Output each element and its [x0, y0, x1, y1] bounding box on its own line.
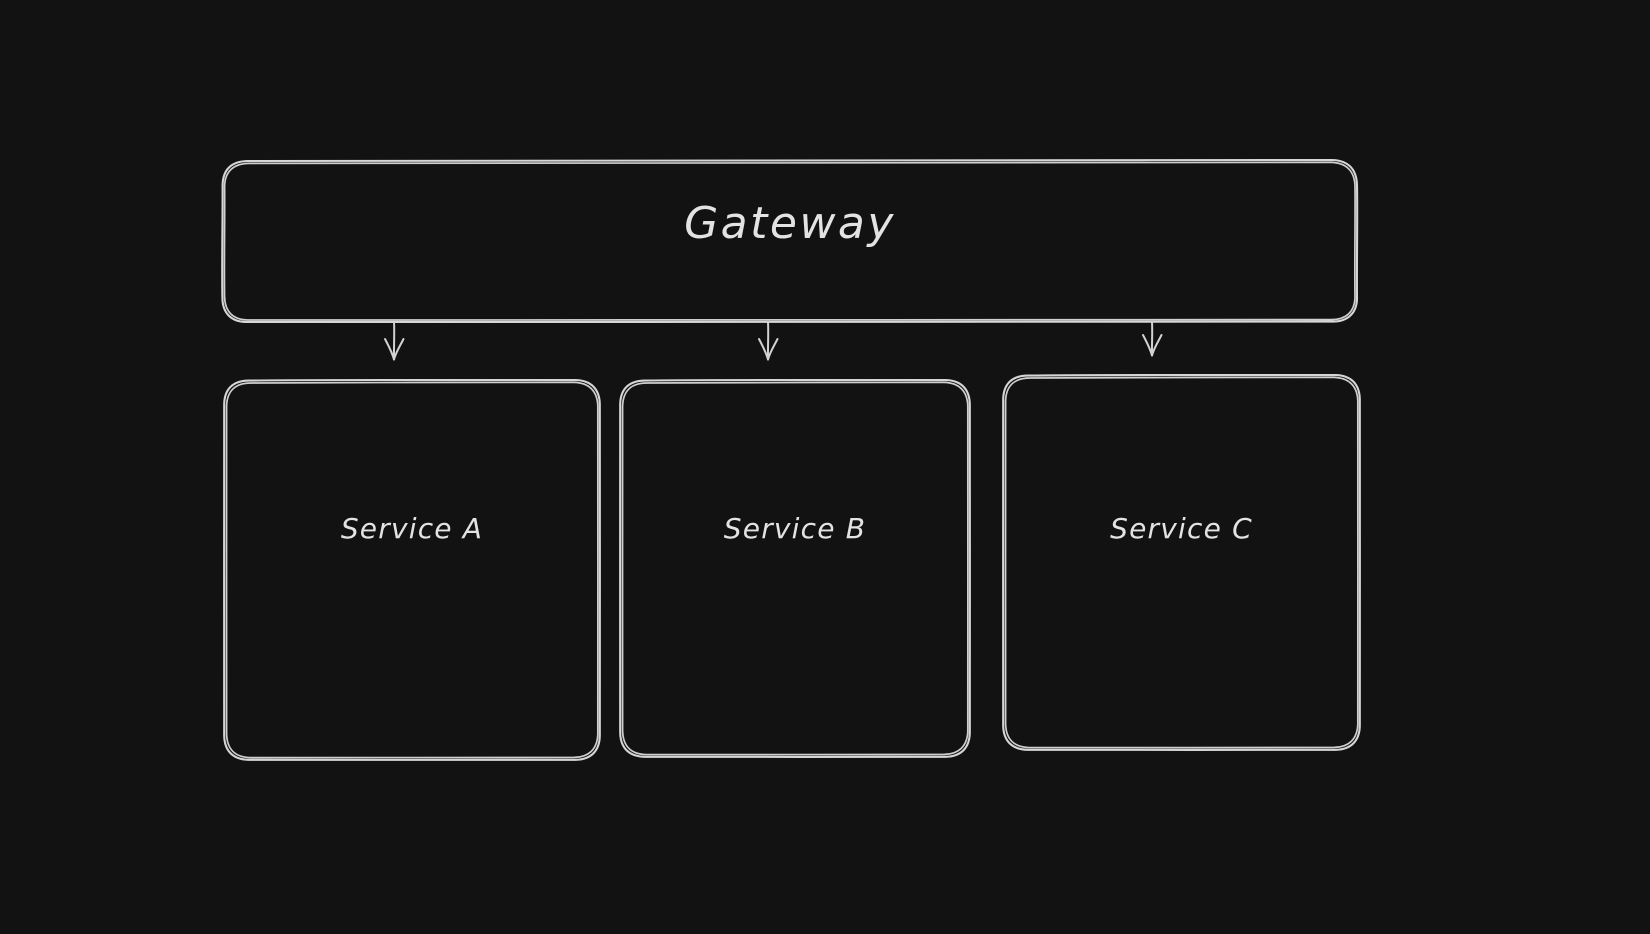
arrow-head-b-right: [767, 338, 779, 361]
edge-gateway-to-service-a: [384, 321, 405, 361]
service-b-fill: [620, 380, 970, 757]
node-label-gateway: Gateway: [684, 198, 896, 249]
service-a-fill: [224, 380, 600, 760]
gateway-outline-2: [223, 161, 1356, 321]
edge-gateway-to-service-b: [758, 321, 779, 361]
node-service-b[interactable]: [618, 378, 972, 759]
arrow-head-c-right: [1151, 334, 1163, 357]
gateway-outline-1: [221, 158, 1359, 324]
service-b-outline-2: [621, 381, 969, 756]
arrow-head-c-left: [1142, 334, 1153, 357]
service-c-outline-2: [1004, 376, 1359, 749]
node-label-service-b: Service B: [723, 512, 867, 545]
service-b-outline-1: [618, 378, 972, 759]
service-c-outline-1: [1001, 373, 1362, 752]
node-service-c[interactable]: [1001, 373, 1362, 752]
arrow-head-b-left: [758, 338, 769, 361]
arrow-head-a-right: [393, 338, 405, 361]
service-c-fill: [1003, 375, 1360, 750]
gateway-fill: [222, 160, 1357, 322]
service-a-outline-1: [222, 378, 602, 762]
arrow-head-a-left: [384, 338, 395, 361]
service-a-outline-2: [225, 381, 599, 759]
edge-gateway-to-service-c: [1142, 321, 1163, 357]
node-label-service-c: Service C: [1110, 512, 1253, 545]
node-gateway[interactable]: [221, 158, 1359, 324]
node-service-a[interactable]: [222, 378, 602, 762]
node-label-service-a: Service A: [340, 512, 484, 545]
